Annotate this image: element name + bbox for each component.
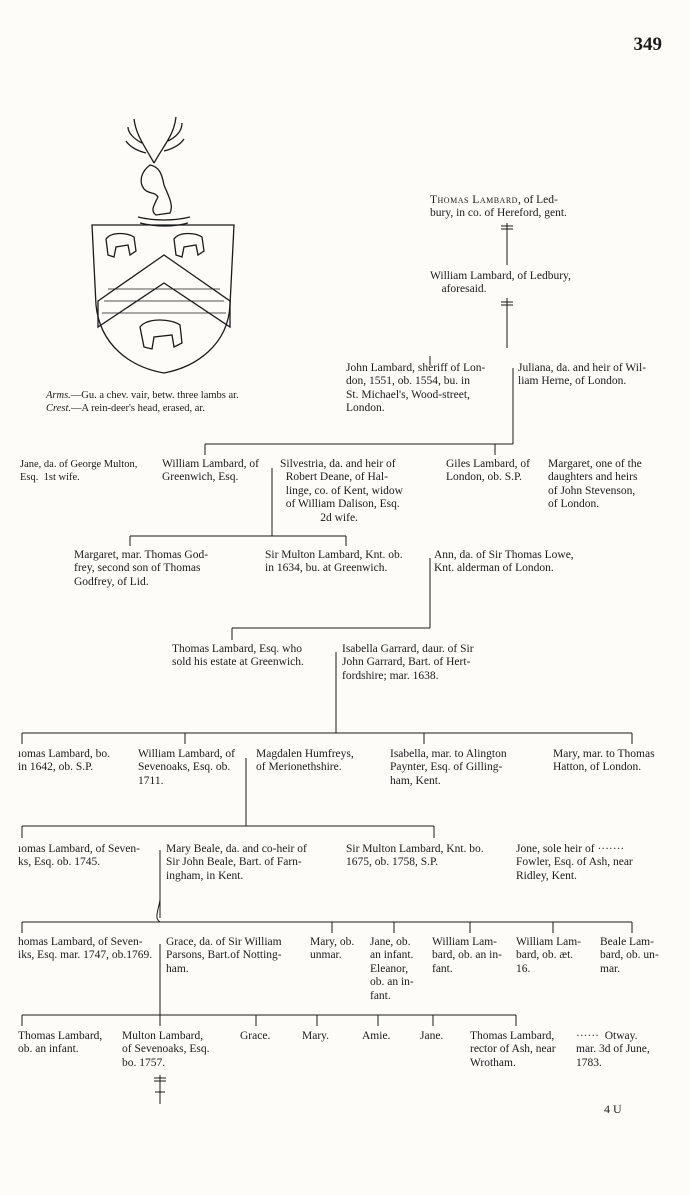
lamb-lower xyxy=(139,319,183,350)
multon-lambard-1757: Multon Lambard, of Sevenoaks, Esq. bo. 1… xyxy=(122,1030,210,1069)
mary: Mary. xyxy=(302,1030,330,1042)
thomas-lambard-esq: Thomas Lambard, Esq. who sold his estate… xyxy=(172,643,304,669)
isabella-paynter: Isabella, mar. to Alington Paynter, Esq.… xyxy=(390,748,507,787)
amie: Amie. xyxy=(362,1030,391,1042)
william-lambard-greenwich: William Lambard, of Greenwich, Esq. xyxy=(162,458,259,484)
thomas-lambard-infant: Thomas Lambard, ob. an infant. xyxy=(18,1030,103,1056)
beale-lambard: Beale Lam- bard, ob. un- mar. xyxy=(600,936,659,975)
william-lambard-sevenoaks: William Lambard, of Sevenoaks, Esq. ob. … xyxy=(138,748,235,787)
silvestria-deane: Silvestria, da. and heir of Robert Deane… xyxy=(280,458,403,524)
grace: Grace. xyxy=(240,1030,271,1042)
margaret-stevenson: Margaret, one of the daughters and heirs… xyxy=(548,458,642,511)
thomas-lambard-1745: ıomas Lambard, of Seven- ks, Esq. ob. 17… xyxy=(18,843,140,869)
giles-lambard: Giles Lambard, of London, ob. S.P. xyxy=(446,458,530,484)
jane: Jane. xyxy=(420,1030,444,1042)
thomas-name: Thomas Lambard xyxy=(430,194,518,206)
thomas-lambard-ledbury: Thomas Lambard, of Led- bury, in co. of … xyxy=(430,194,567,221)
jane-multon: Jane, da. of George Multon, Esq. 1st wif… xyxy=(20,459,138,484)
margaret-godfrey: Margaret, mar. Thomas God- frey, second … xyxy=(74,549,209,588)
lamb-upper-left xyxy=(105,232,137,258)
arms-label: Arms. xyxy=(46,390,71,401)
magdalen-humfreys: Magdalen Humfreys, of Merionethshire. xyxy=(256,748,354,774)
mary-unmarried: Mary, ob. unmar. xyxy=(310,936,355,962)
signature-mark: 4 U xyxy=(604,1102,622,1116)
thomas-lambard-rector: Thomas Lambard, rector of Ash, near Wrot… xyxy=(470,1030,556,1069)
antlers xyxy=(125,116,185,164)
grace-parsons: Grace, da. of Sir William Parsons, Bart.… xyxy=(166,936,282,975)
thomas-lambard-1769: homas Lambard, of Seven- iks, Esq. mar. … xyxy=(18,936,153,962)
mary-hatton: Mary, mar. to Thomas Hatton, of London. xyxy=(553,748,655,774)
jone-fowler: Jone, sole heir of ······· Fowler, Esq. … xyxy=(516,843,633,882)
crest-text: —A rein-deer's head, erased, ar. xyxy=(71,403,205,414)
lamb-upper-right xyxy=(173,232,205,258)
sir-multon-lambard: Sir Multon Lambard, Knt. ob. in 1634, bu… xyxy=(265,549,403,575)
arms-text: —Gu. a chev. vair, betw. three lambs ar. xyxy=(70,390,239,401)
thomas-rest: , of Led- xyxy=(517,194,558,206)
crest-label: Crest. xyxy=(46,403,71,414)
coat-of-arms-illustration xyxy=(91,116,235,374)
sir-multon-lambard-1758: Sir Multon Lambard, Knt. bo. 1675, ob. 1… xyxy=(346,843,484,869)
william-lambard-ledbury: William Lambard, of Ledbury, aforesaid. xyxy=(430,270,571,296)
thomas-lambard-1642: ıomas Lambard, bo. in 1642, ob. S.P. xyxy=(18,748,110,774)
page-number: 349 xyxy=(633,34,663,55)
william-lambard-infant: William Lam- bard, ob. an in- fant. xyxy=(432,936,502,975)
john-lambard-sheriff: John Lambard, sheriff of Lon- don, 1551,… xyxy=(346,362,486,415)
blazon: Arms.—Gu. a chev. vair, betw. three lamb… xyxy=(46,389,239,415)
thomas-line2: bury, in co. of Hereford, gent. xyxy=(430,207,567,220)
jane-eleanor: Jane, ob. an infant. Eleanor, ob. an in-… xyxy=(370,936,414,1002)
otway: ······ Otway. mar. 3d of June, 1783. xyxy=(576,1030,650,1069)
isabella-garrard: Isabella Garrard, daur. of Sir John Garr… xyxy=(342,643,474,682)
william-lambard-16: William Lam- bard, ob. æt. 16. xyxy=(516,936,582,975)
ann-lowe: Ann, da. of Sir Thomas Lowe, Knt. alderm… xyxy=(434,549,574,575)
juliana-herne: Juliana, da. and heir of Wil- liam Herne… xyxy=(518,362,647,388)
chevron xyxy=(97,254,231,329)
deer-head xyxy=(140,164,172,216)
shield-outline xyxy=(91,224,235,374)
mary-beale: Mary Beale, da. and co-heir of Sir John … xyxy=(166,843,307,882)
wreath xyxy=(137,216,191,227)
